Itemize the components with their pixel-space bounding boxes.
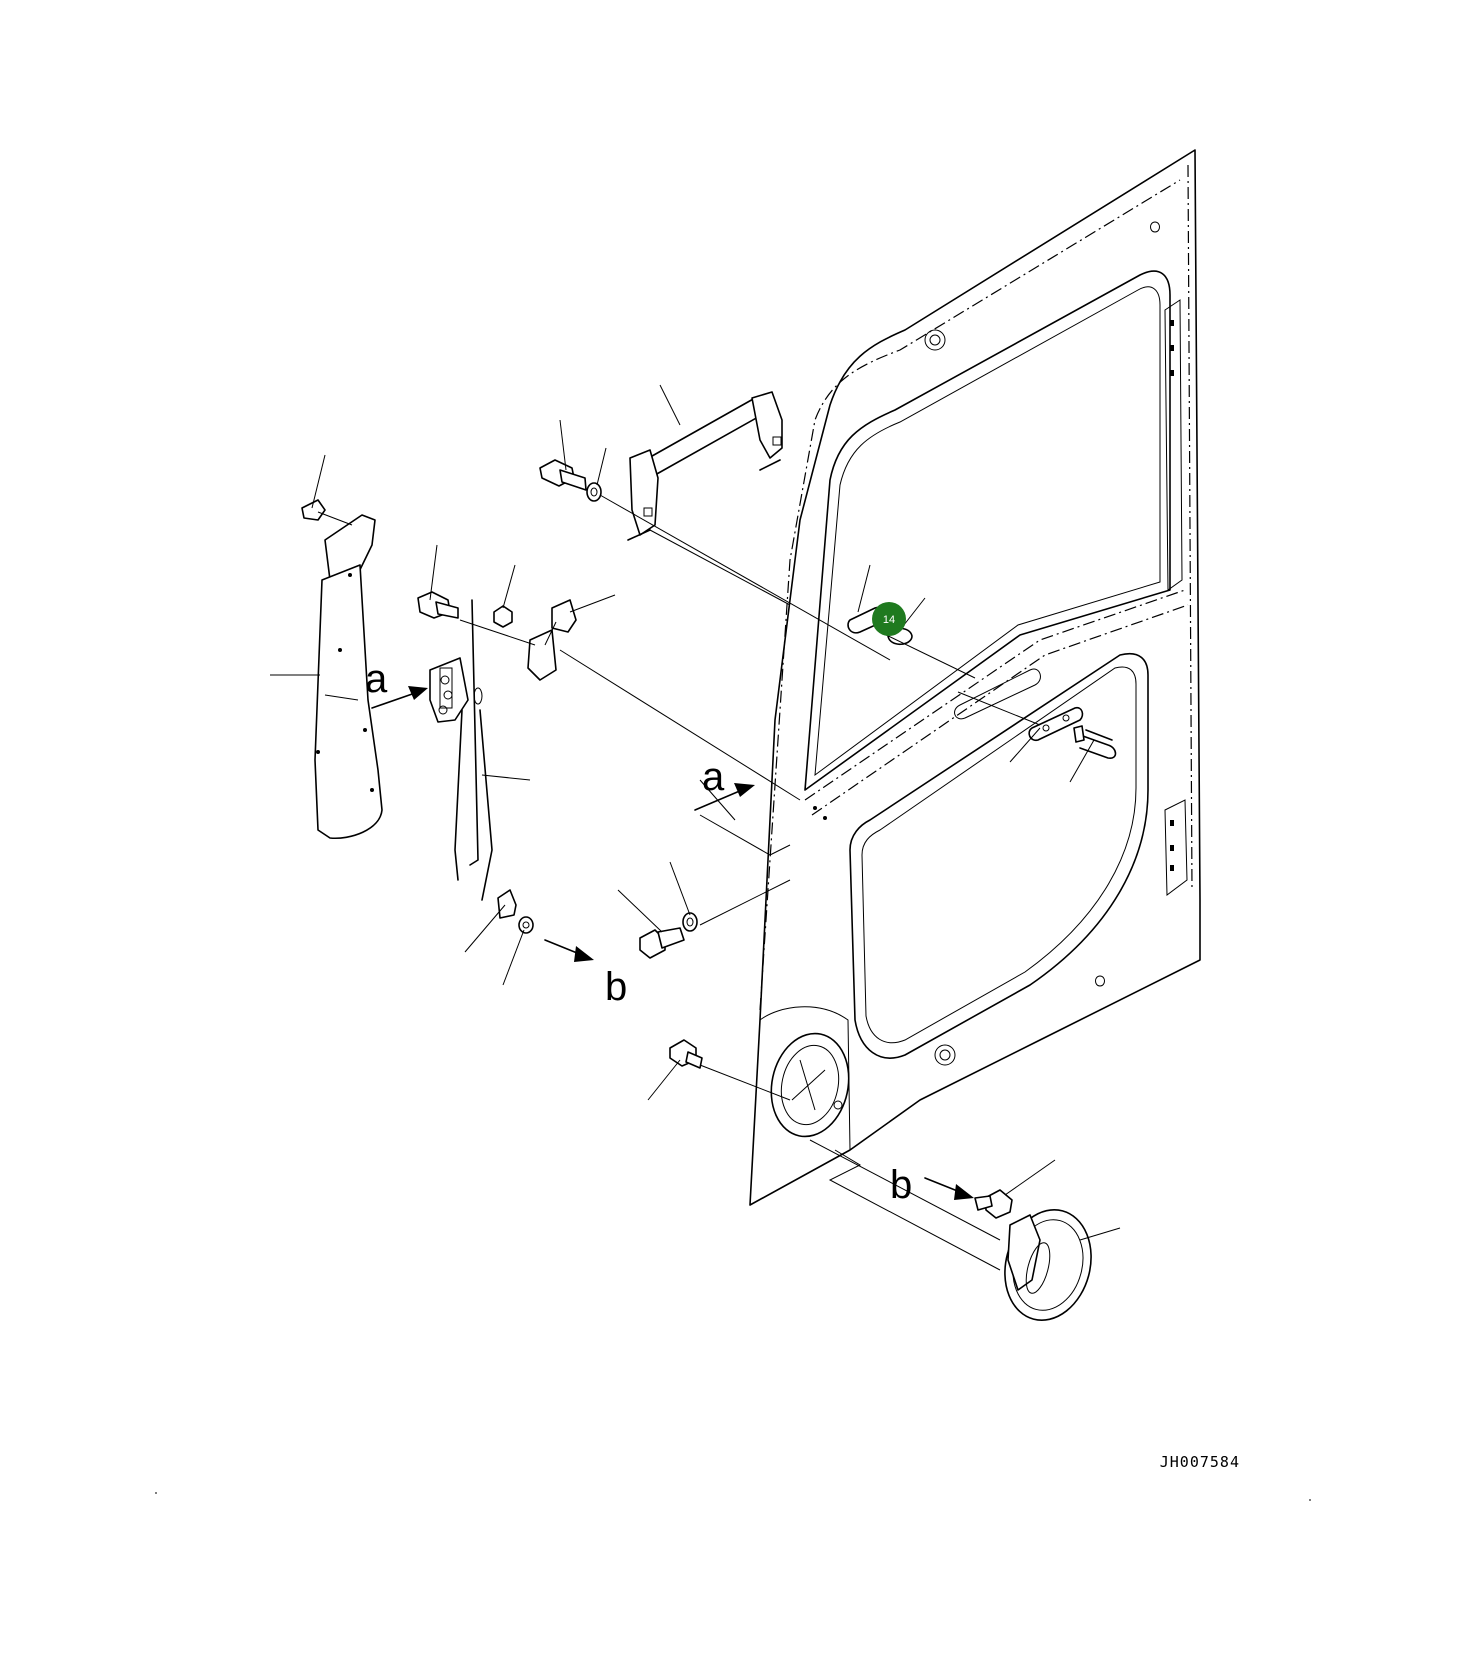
cab-door-panel xyxy=(749,149,1201,1206)
lock-bolt-part xyxy=(417,591,459,619)
grab-handle-part xyxy=(627,391,783,541)
view-label-b-right: b xyxy=(890,1163,912,1207)
nut-part xyxy=(493,605,513,628)
view-arrow-b-left xyxy=(544,939,594,962)
bolt-part xyxy=(539,459,587,491)
control-rod-part xyxy=(454,599,493,901)
view-arrow-b-right xyxy=(924,1177,974,1200)
drawing-code: JH007584 xyxy=(1160,1453,1240,1471)
u-bolt-part xyxy=(1073,725,1117,759)
callout-14[interactable]: 14 xyxy=(872,602,906,636)
push-clip-part xyxy=(301,499,353,526)
callout-badge[interactable] xyxy=(872,602,906,636)
view-label-a-right: a xyxy=(702,755,725,799)
outer-handle-part xyxy=(1004,1209,1092,1321)
striker-plate-part xyxy=(1028,706,1084,742)
hinge-washer-part xyxy=(682,912,698,932)
view-arrow-a-right xyxy=(694,783,755,811)
door-lock-part xyxy=(429,657,469,723)
trim-cover-part xyxy=(314,514,383,840)
rod-clip-part xyxy=(497,889,517,919)
striker-bracket-part xyxy=(527,599,577,681)
view-arrow-a-left xyxy=(371,686,428,709)
assembly-centerlines xyxy=(459,494,1041,1271)
handle-screw-part xyxy=(974,1189,1013,1219)
view-label-a-left: a xyxy=(365,657,388,701)
view-label-b-left: b xyxy=(605,965,627,1009)
handle-bolt-part xyxy=(669,1039,703,1069)
rod-washer-part xyxy=(518,916,534,934)
washer-part xyxy=(586,482,602,502)
hinge-bolt-part xyxy=(639,927,685,959)
callout-number[interactable]: 14 xyxy=(883,614,895,626)
leader-lines xyxy=(270,384,1121,1241)
